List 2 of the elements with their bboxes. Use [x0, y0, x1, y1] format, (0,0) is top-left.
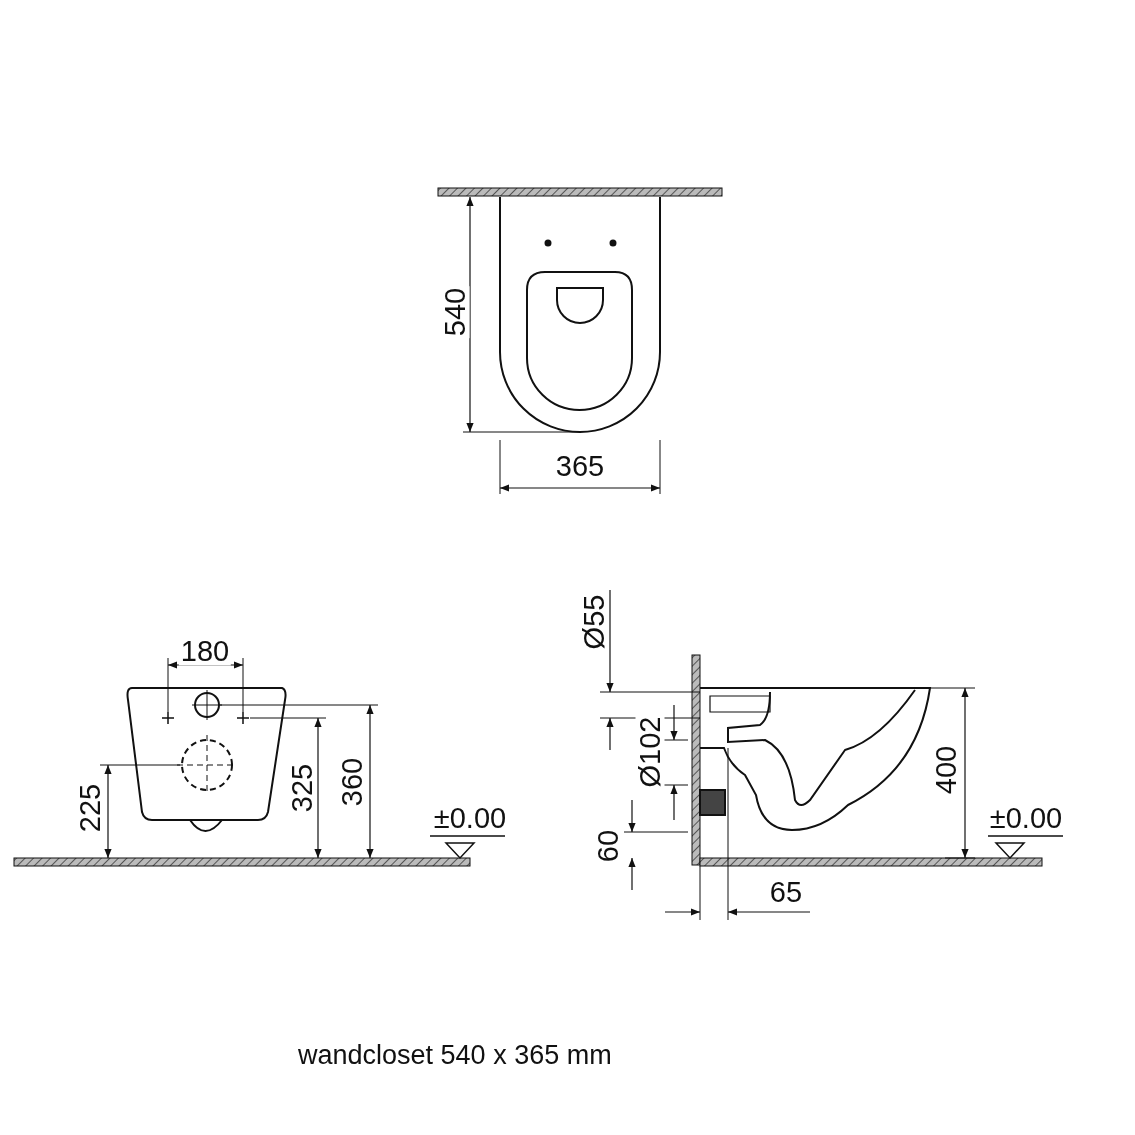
- dimension-label: Ø102: [635, 714, 665, 790]
- caption: wandcloset 540 x 365 mm: [298, 1042, 612, 1069]
